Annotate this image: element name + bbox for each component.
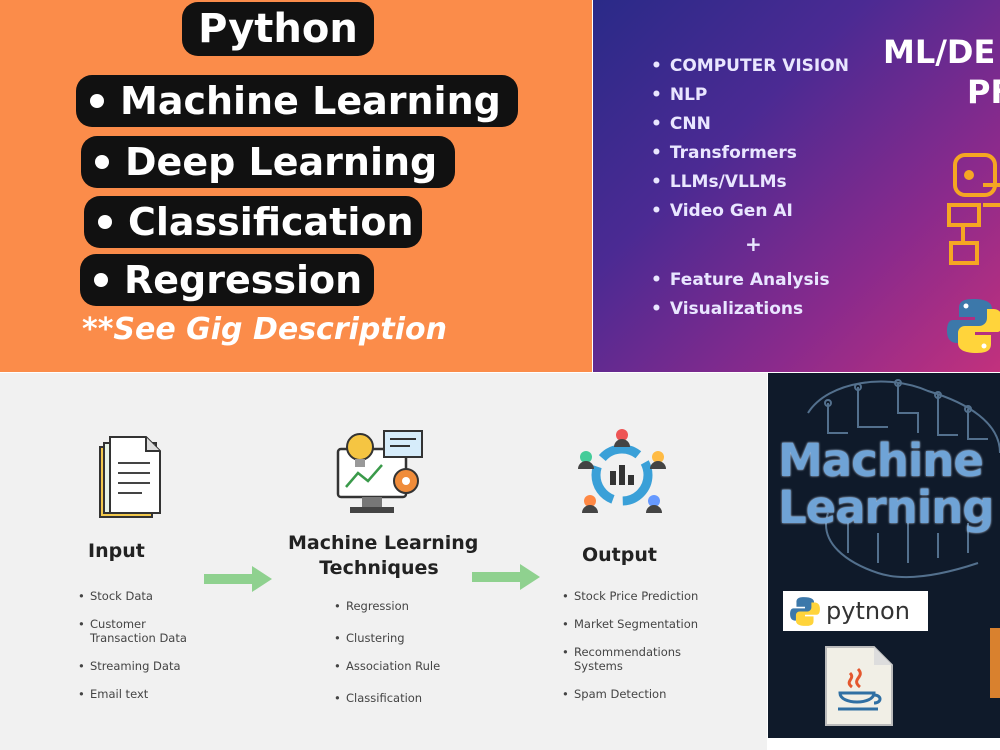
circuit-brain-icon (807, 379, 1000, 579)
bullet-dot-icon (98, 215, 112, 229)
techniques-list: Regression Clustering Association Rule C… (334, 599, 440, 719)
machine-learning-title: Machine Learning (778, 434, 994, 535)
bullet-label: Machine Learning (120, 79, 501, 123)
python-badge-label: pytnon (826, 597, 910, 625)
bullet-label: Deep Learning (125, 140, 438, 184)
input-item: Stock Data (78, 589, 198, 603)
bullet-label: Regression (124, 258, 363, 302)
ml-technique-icon (336, 430, 423, 513)
python-badge: pytnon (783, 591, 928, 631)
input-item: Customer Transaction Data (78, 617, 198, 645)
python-services-panel: Python Machine Learning Deep Learning Cl… (0, 0, 592, 372)
extras-list: Feature Analysis Visualizations (651, 266, 830, 324)
bullet-dot-icon (95, 155, 109, 169)
output-analytics-icon (578, 429, 666, 513)
techniques-label: Machine Learning Techniques (288, 531, 478, 580)
machine-learning-banner: Machine Learning pytnon (768, 373, 1000, 738)
input-label: Input (88, 540, 145, 562)
python-title: Python (182, 2, 374, 56)
python-logo-icon (790, 597, 820, 626)
topic-item: LLMs/VLLMs (651, 168, 849, 197)
bullet-deep-learning: Deep Learning (81, 136, 455, 188)
ml-dl-heading: ML/DE PF (883, 32, 1000, 112)
ml-dl-topics-panel: COMPUTER VISION NLP CNN Transformers LLM… (593, 0, 1000, 372)
plus-sign: + (745, 232, 762, 256)
ml-pipeline-diagram: Input Stock Data Customer Transaction Da… (0, 373, 767, 750)
robot-head-icon (947, 153, 1000, 265)
output-item: Recommendations Systems (562, 645, 702, 673)
output-item: Stock Price Prediction (562, 589, 702, 603)
python-logo-icon (947, 299, 1000, 353)
gig-description-note: **See Gig Description (82, 312, 447, 347)
output-label: Output (582, 544, 657, 566)
topic-item: CNN (651, 110, 849, 139)
heading-line-2: PF (967, 73, 1000, 111)
topic-list: COMPUTER VISION NLP CNN Transformers LLM… (651, 52, 849, 226)
document-stack-icon (99, 436, 161, 518)
topic-item: Transformers (651, 139, 849, 168)
bullet-dot-icon (90, 94, 104, 108)
topic-item: NLP (651, 81, 849, 110)
partial-logo-edge (990, 628, 1000, 698)
input-list: Stock Data Customer Transaction Data Str… (78, 589, 198, 715)
topic-item: COMPUTER VISION (651, 52, 849, 81)
output-item: Market Segmentation (562, 617, 702, 631)
bullet-label: Classification (128, 200, 414, 244)
arrow-right-icon (204, 566, 272, 592)
arrow-right-icon (472, 564, 540, 590)
technique-item: Clustering (334, 631, 440, 645)
extra-item: Feature Analysis (651, 266, 830, 295)
techniques-label-line-2: Techniques (319, 556, 439, 579)
technique-item: Classification (334, 691, 440, 705)
techniques-label-line-1: Machine Learning (288, 532, 479, 554)
input-item: Email text (78, 687, 198, 701)
title-line-2: Learning (778, 481, 994, 535)
extra-item: Visualizations (651, 295, 830, 324)
technique-item: Association Rule (334, 659, 440, 673)
output-list: Stock Price Prediction Market Segmentati… (562, 589, 702, 715)
input-item: Streaming Data (78, 659, 198, 673)
bullet-classification: Classification (84, 196, 422, 248)
bullet-regression: Regression (80, 254, 374, 306)
java-file-icon (825, 646, 893, 726)
title-line-1: Machine (778, 434, 984, 487)
output-item: Spam Detection (562, 687, 702, 701)
bullet-machine-learning: Machine Learning (76, 75, 518, 127)
heading-line-1: ML/DE (883, 33, 996, 71)
topic-item: Video Gen AI (651, 197, 849, 226)
bullet-dot-icon (94, 273, 108, 287)
technique-item: Regression (334, 599, 440, 613)
